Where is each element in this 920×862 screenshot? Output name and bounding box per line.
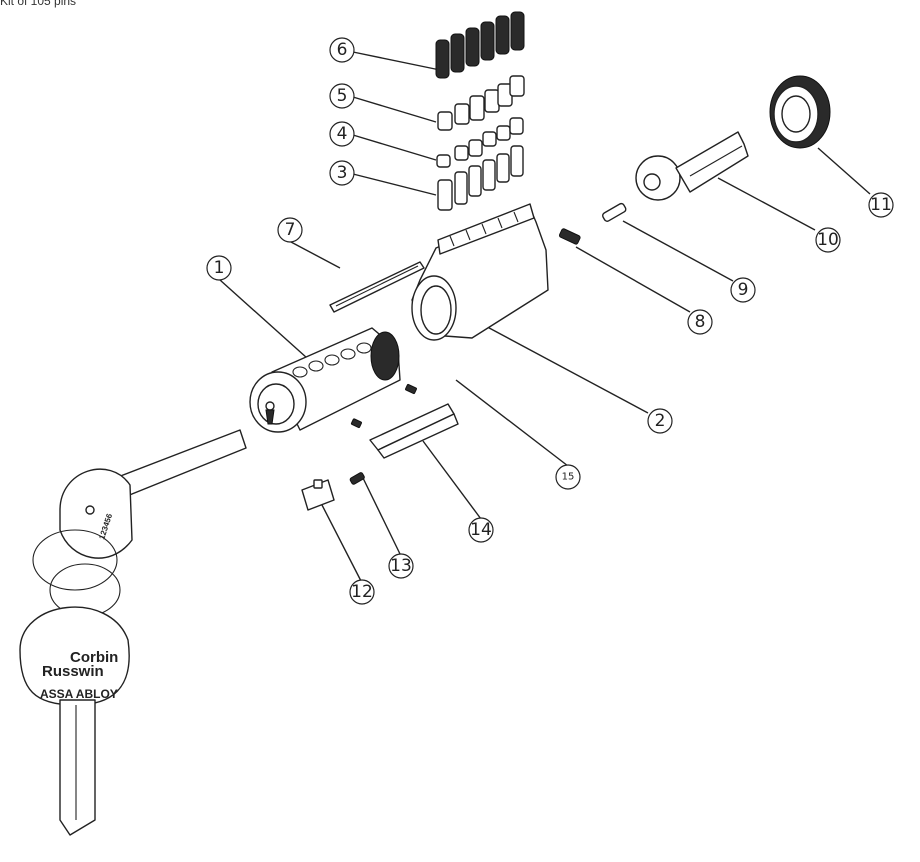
callout-5: 5 <box>329 83 355 109</box>
svg-text:15: 15 <box>562 472 575 483</box>
callout-4: 4 <box>329 121 355 147</box>
part-1-plug <box>249 327 401 433</box>
part-7-blade <box>329 261 425 313</box>
callout-10: 10 <box>815 227 841 253</box>
part-6-springs <box>435 11 525 79</box>
svg-text:2: 2 <box>655 411 666 431</box>
part-10-tailpiece <box>635 131 749 201</box>
callout-12: 12 <box>349 579 375 605</box>
callout-7: 7 <box>277 217 303 243</box>
svg-text:11: 11 <box>870 195 892 215</box>
part-11-nut <box>769 75 831 149</box>
svg-text:6: 6 <box>337 40 348 60</box>
callout-8: 8 <box>687 309 713 335</box>
key-brand-line3: ASSA ABLOY <box>40 687 118 701</box>
part-15-spring <box>405 383 417 395</box>
callout-6: 6 <box>329 37 355 63</box>
svg-text:14: 14 <box>470 520 492 540</box>
svg-text:8: 8 <box>695 312 706 332</box>
part-12-block <box>301 479 335 511</box>
leader-lines <box>219 51 871 582</box>
key-upper <box>59 429 247 559</box>
callout-15: 15 <box>555 464 581 490</box>
svg-text:3: 3 <box>337 163 348 183</box>
part-8-set-screw <box>558 228 581 245</box>
key-lower <box>19 606 130 836</box>
svg-text:7: 7 <box>285 220 296 240</box>
callout-11: 11 <box>868 192 894 218</box>
callout-9: 9 <box>730 277 756 303</box>
part-5-top-pins <box>437 75 525 131</box>
callout-2: 2 <box>647 408 673 434</box>
callout-13: 13 <box>388 553 414 579</box>
header-caption: Kit of 105 pins <box>0 0 77 8</box>
svg-text:1: 1 <box>214 258 225 278</box>
callout-3: 3 <box>329 160 355 186</box>
key-brand-line2: Russwin <box>42 663 104 680</box>
key-brand-line1: Corbin <box>70 649 118 666</box>
svg-text:13: 13 <box>390 556 412 576</box>
part-2-cylinder-shell <box>411 203 549 341</box>
svg-text:4: 4 <box>337 124 348 144</box>
svg-text:12: 12 <box>351 582 373 602</box>
part-3-bottom-pins <box>437 145 524 211</box>
part-13-spring <box>349 472 365 485</box>
part-9-pin <box>602 202 627 222</box>
part-14-sidebar <box>350 403 459 459</box>
svg-text:9: 9 <box>738 280 749 300</box>
callout-14: 14 <box>468 517 494 543</box>
svg-text:10: 10 <box>817 230 839 250</box>
part-4-master-pins <box>436 117 524 168</box>
svg-text:5: 5 <box>337 86 348 106</box>
callout-1: 1 <box>206 255 232 281</box>
